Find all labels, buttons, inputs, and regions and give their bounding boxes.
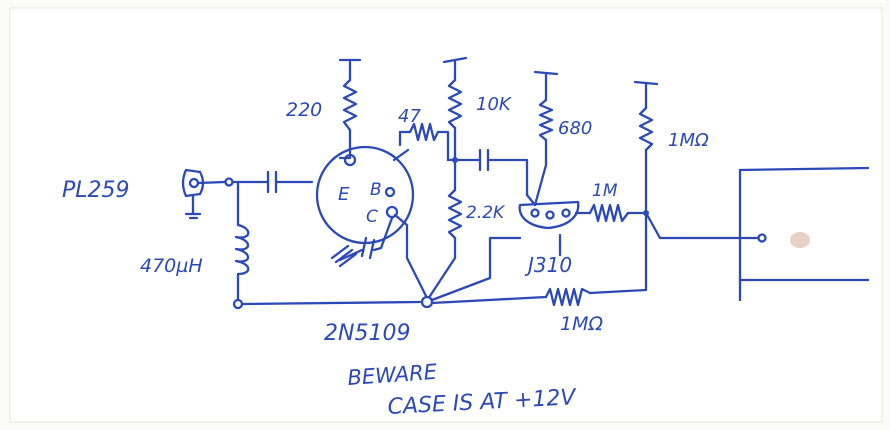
jfet-j310: [518, 193, 580, 230]
circuit-wires: [196, 56, 870, 310]
resistor-680-label: 680: [558, 118, 592, 139]
paper-stain: [790, 232, 810, 248]
rf-choke-470uh: [234, 223, 250, 276]
resistor-1m-ohm-feedback-label: 1MΩ: [560, 313, 603, 335]
emitter-pin-label: E: [338, 184, 350, 205]
resistor-10k: [447, 78, 463, 130]
resistor-47: [408, 122, 440, 142]
resistor-220-label: 220: [286, 99, 322, 121]
choke-value-label: 470µH: [140, 255, 203, 277]
resistor-1m-label: 1M: [592, 181, 618, 201]
resistor-2-2k: [447, 188, 463, 240]
resistor-10k-label: 10K: [476, 94, 512, 115]
transistor-label: 2N5109: [324, 321, 410, 346]
collector-pin-label: C: [366, 207, 378, 227]
connector-label: PL259: [62, 178, 130, 203]
resistor-47-label: 47: [398, 106, 421, 127]
resistor-1m-ohm-label: 1MΩ: [668, 130, 709, 151]
emitter-bypass-capacitor: [330, 216, 394, 268]
resistor-2-2k-label: 2.2K: [466, 203, 506, 223]
pl259-connector: [181, 168, 205, 220]
base-pin-label: B: [370, 180, 382, 200]
jfet-label: J310: [524, 253, 572, 277]
resistor-1m-ohm-feedback: [544, 287, 592, 307]
resistor-220: [342, 78, 358, 132]
resistor-1m-ohm-out: [638, 106, 654, 152]
resistor-680: [538, 98, 554, 142]
resistor-1m-gate: [588, 203, 630, 223]
